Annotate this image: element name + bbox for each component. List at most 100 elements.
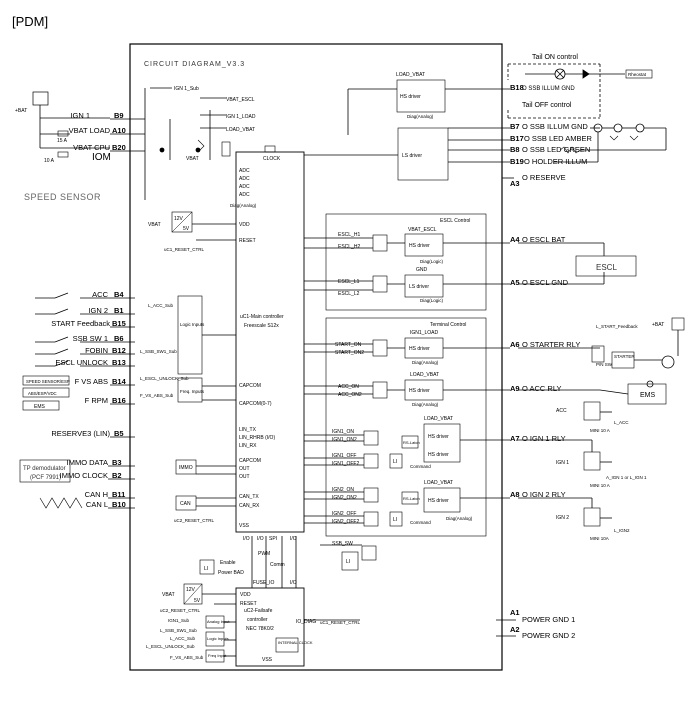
left-pin-label-immo-data: IMMO DATA bbox=[67, 458, 108, 467]
right-pin-name-b8: O SSB LED GREEN bbox=[522, 145, 590, 154]
ign1-sub-label: IGN 1_Sub bbox=[174, 86, 199, 92]
left-pin-label-can-l: CAN L bbox=[86, 500, 108, 509]
right-pin-name-a6: O STARTER RLY bbox=[522, 340, 580, 349]
rs-latch-2: RS-Latch bbox=[403, 496, 420, 501]
internal-clock-label: INTERNAL CLOCK bbox=[278, 640, 313, 645]
terminal-control-block: Terminal Control IGN1_LOAD HS driver Dia… bbox=[304, 317, 510, 537]
io-label-2: I/O bbox=[257, 536, 264, 542]
right-pin-name-a5: O ESCL GND bbox=[522, 278, 569, 287]
left-pin-code-start-feedback: B15 bbox=[112, 319, 126, 328]
left-pin-label-ssb-sw1: SSB SW 1 bbox=[73, 334, 108, 343]
freq-inputs-label: Freq. Inputs bbox=[180, 389, 205, 394]
right-pin-name-b19: O HOLDER ILLUM bbox=[524, 157, 587, 166]
ls-driver-escl: LS driver bbox=[409, 284, 429, 290]
pdm-module-box bbox=[129, 43, 503, 671]
ign2-relay-label: IGN 2 bbox=[556, 515, 569, 521]
input-switches: SPEED SENSOR/ESP ABS/ESP/VDC EMS TP demo… bbox=[19, 292, 83, 509]
left-pin-code-vbat-cpu: B20 bbox=[112, 143, 126, 152]
start-feedback-label: L_START_Feedback bbox=[596, 324, 638, 329]
fuse-label: 15 A bbox=[57, 138, 68, 144]
left-pin-label-immo-clock: IMMO CLOCK bbox=[60, 471, 108, 480]
tail-control: Tail ON control Rheostat Tail OFF contro… bbox=[507, 54, 667, 163]
rheostat-label: Rheostat bbox=[628, 72, 647, 77]
escl-control-label: ESCL Control bbox=[440, 218, 470, 224]
ls-driver-top: LS driver bbox=[402, 153, 422, 159]
mini-fuse-3: MINI 10A bbox=[590, 536, 609, 541]
speed-sensor-label: SPEED SENSOR bbox=[24, 192, 101, 202]
left-pin-code-escl-unlock: B13 bbox=[112, 358, 126, 367]
relay-group: ACC L_ACC MINI 10 A IGN 1 A_IGN 1 or L_I… bbox=[518, 401, 647, 541]
left-pin-label-ign2: IGN 2 bbox=[88, 306, 108, 315]
diag-analog-ign2: Diag(Analog) bbox=[446, 516, 473, 521]
freq-input-label: Freq Input bbox=[208, 653, 227, 658]
vdd-label: VDD bbox=[239, 222, 250, 228]
l-acc-sub-label: L_ACC_Sub bbox=[170, 636, 196, 641]
escl-ext-label: ESCL bbox=[596, 263, 617, 272]
can-rx-label: CAN_RX bbox=[239, 503, 260, 509]
pwm-label: PWM bbox=[258, 551, 270, 557]
gnd-escl-label: GND bbox=[416, 267, 428, 273]
ign1-on-label: IGN1_ON bbox=[332, 429, 354, 435]
right-pin-code-a7: A7 bbox=[510, 434, 520, 443]
uc2-reset-ctrl2: uC2_RESET_CTRL bbox=[160, 608, 201, 613]
hs-driver-escl: HS driver bbox=[409, 243, 430, 249]
reg-out-1: 5V bbox=[183, 226, 190, 232]
power-bad-label: Power BAD bbox=[218, 570, 244, 576]
right-pin-code-b19: B19 bbox=[510, 157, 524, 166]
load-vbat-acc-label: LOAD_VBAT bbox=[410, 372, 439, 378]
right-pin-code-b8: B8 bbox=[510, 145, 520, 154]
uc1-title-1: uC1-Main controller bbox=[240, 314, 284, 320]
escl-external: ESCL bbox=[518, 242, 637, 285]
abs-box2-label: ABS/ESP/VDC bbox=[28, 391, 57, 396]
io-uc2: I/O bbox=[290, 580, 297, 586]
escl-control-block: ESCL Control VBAT_ESCL HS driver Diag(Lo… bbox=[304, 213, 510, 311]
ssb-sw-logic: SSB_SW LI bbox=[320, 541, 377, 571]
ign1-load-label: IGN 1_LOAD bbox=[226, 114, 256, 120]
left-pin-code-fobin: B12 bbox=[112, 346, 126, 355]
left-pin-code-reserve3: B5 bbox=[114, 429, 124, 438]
uc2-box bbox=[235, 587, 305, 667]
right-pin-code-a2: A2 bbox=[510, 625, 520, 634]
vbat-in-2: VBAT bbox=[162, 592, 175, 598]
spi-label: SPI bbox=[269, 536, 277, 542]
latch-3: LI bbox=[346, 559, 350, 565]
comm-label: Comm bbox=[270, 562, 285, 568]
reset-label: RESET bbox=[239, 238, 256, 244]
vbat-escl2-label: VBAT_ESCL bbox=[408, 227, 437, 233]
reg-in-1: 12V bbox=[174, 216, 184, 222]
escl-l2-label: ESCL_L2 bbox=[338, 291, 360, 297]
uc2-reset-ctrl: uC2_RESET_CTRL bbox=[174, 518, 215, 523]
ssb-sw-label: SSB_SW bbox=[332, 541, 353, 547]
latch-4: LI bbox=[204, 566, 208, 572]
rs-latch-1: RS-Latch bbox=[403, 440, 420, 445]
right-pin-code-a4: A4 bbox=[510, 235, 520, 244]
right-pin-code-b7: B7 bbox=[510, 122, 520, 131]
vbat-in-1: VBAT bbox=[148, 222, 161, 228]
regulator-2: LI Enable Power BAD 12V 5V VBAT uC2_RESE… bbox=[146, 559, 244, 663]
escl-unlock-sub-label: L_ESCL_UNLOCK_Sub bbox=[140, 376, 189, 381]
uc2-title-3: NEC 78K0/2 bbox=[246, 626, 274, 632]
right-pin-code-a5: A5 bbox=[510, 278, 520, 287]
uc1-title-2: Freescale S12x bbox=[244, 323, 279, 329]
ign1-on2-label: IGN1_ON2 bbox=[332, 437, 357, 443]
l-unlock-sub-label: L_ESCL_UNLOCK_Sub bbox=[146, 644, 195, 649]
out1-label: OUT bbox=[239, 466, 250, 472]
abs-box1-label: SPEED SENSOR/ESP bbox=[26, 379, 70, 384]
left-pin-label-vbat-load: VBAT LOAD bbox=[69, 126, 111, 135]
adc-label-3: ADC bbox=[239, 184, 250, 190]
uc2-title-1: uC2-Failsafe bbox=[244, 608, 273, 614]
start-on2-label: START_ON2 bbox=[335, 350, 364, 356]
bat-supply: +BAT 15 A 10 A IOM bbox=[15, 91, 111, 164]
right-pin-code-a6: A6 bbox=[510, 340, 520, 349]
latch-2: LI bbox=[393, 517, 397, 523]
diag-analog-top2: Diag(Analog) bbox=[407, 114, 434, 119]
tail-off-label: Tail OFF control bbox=[522, 102, 572, 109]
top-drivers: LOAD_VBAT HS driver Diag(Analog) LS driv… bbox=[304, 72, 510, 181]
command-2: Command bbox=[410, 520, 431, 525]
l-acc-label: L_ACC bbox=[614, 420, 629, 425]
lin-rhrb-label: LIN_RHRB (I/O) bbox=[239, 435, 275, 441]
ign2-on-label: IGN2_ON bbox=[332, 487, 354, 493]
analog-input-label: Analog Input bbox=[207, 619, 230, 624]
left-pin-label-ign1: IGN 1 bbox=[70, 111, 90, 120]
